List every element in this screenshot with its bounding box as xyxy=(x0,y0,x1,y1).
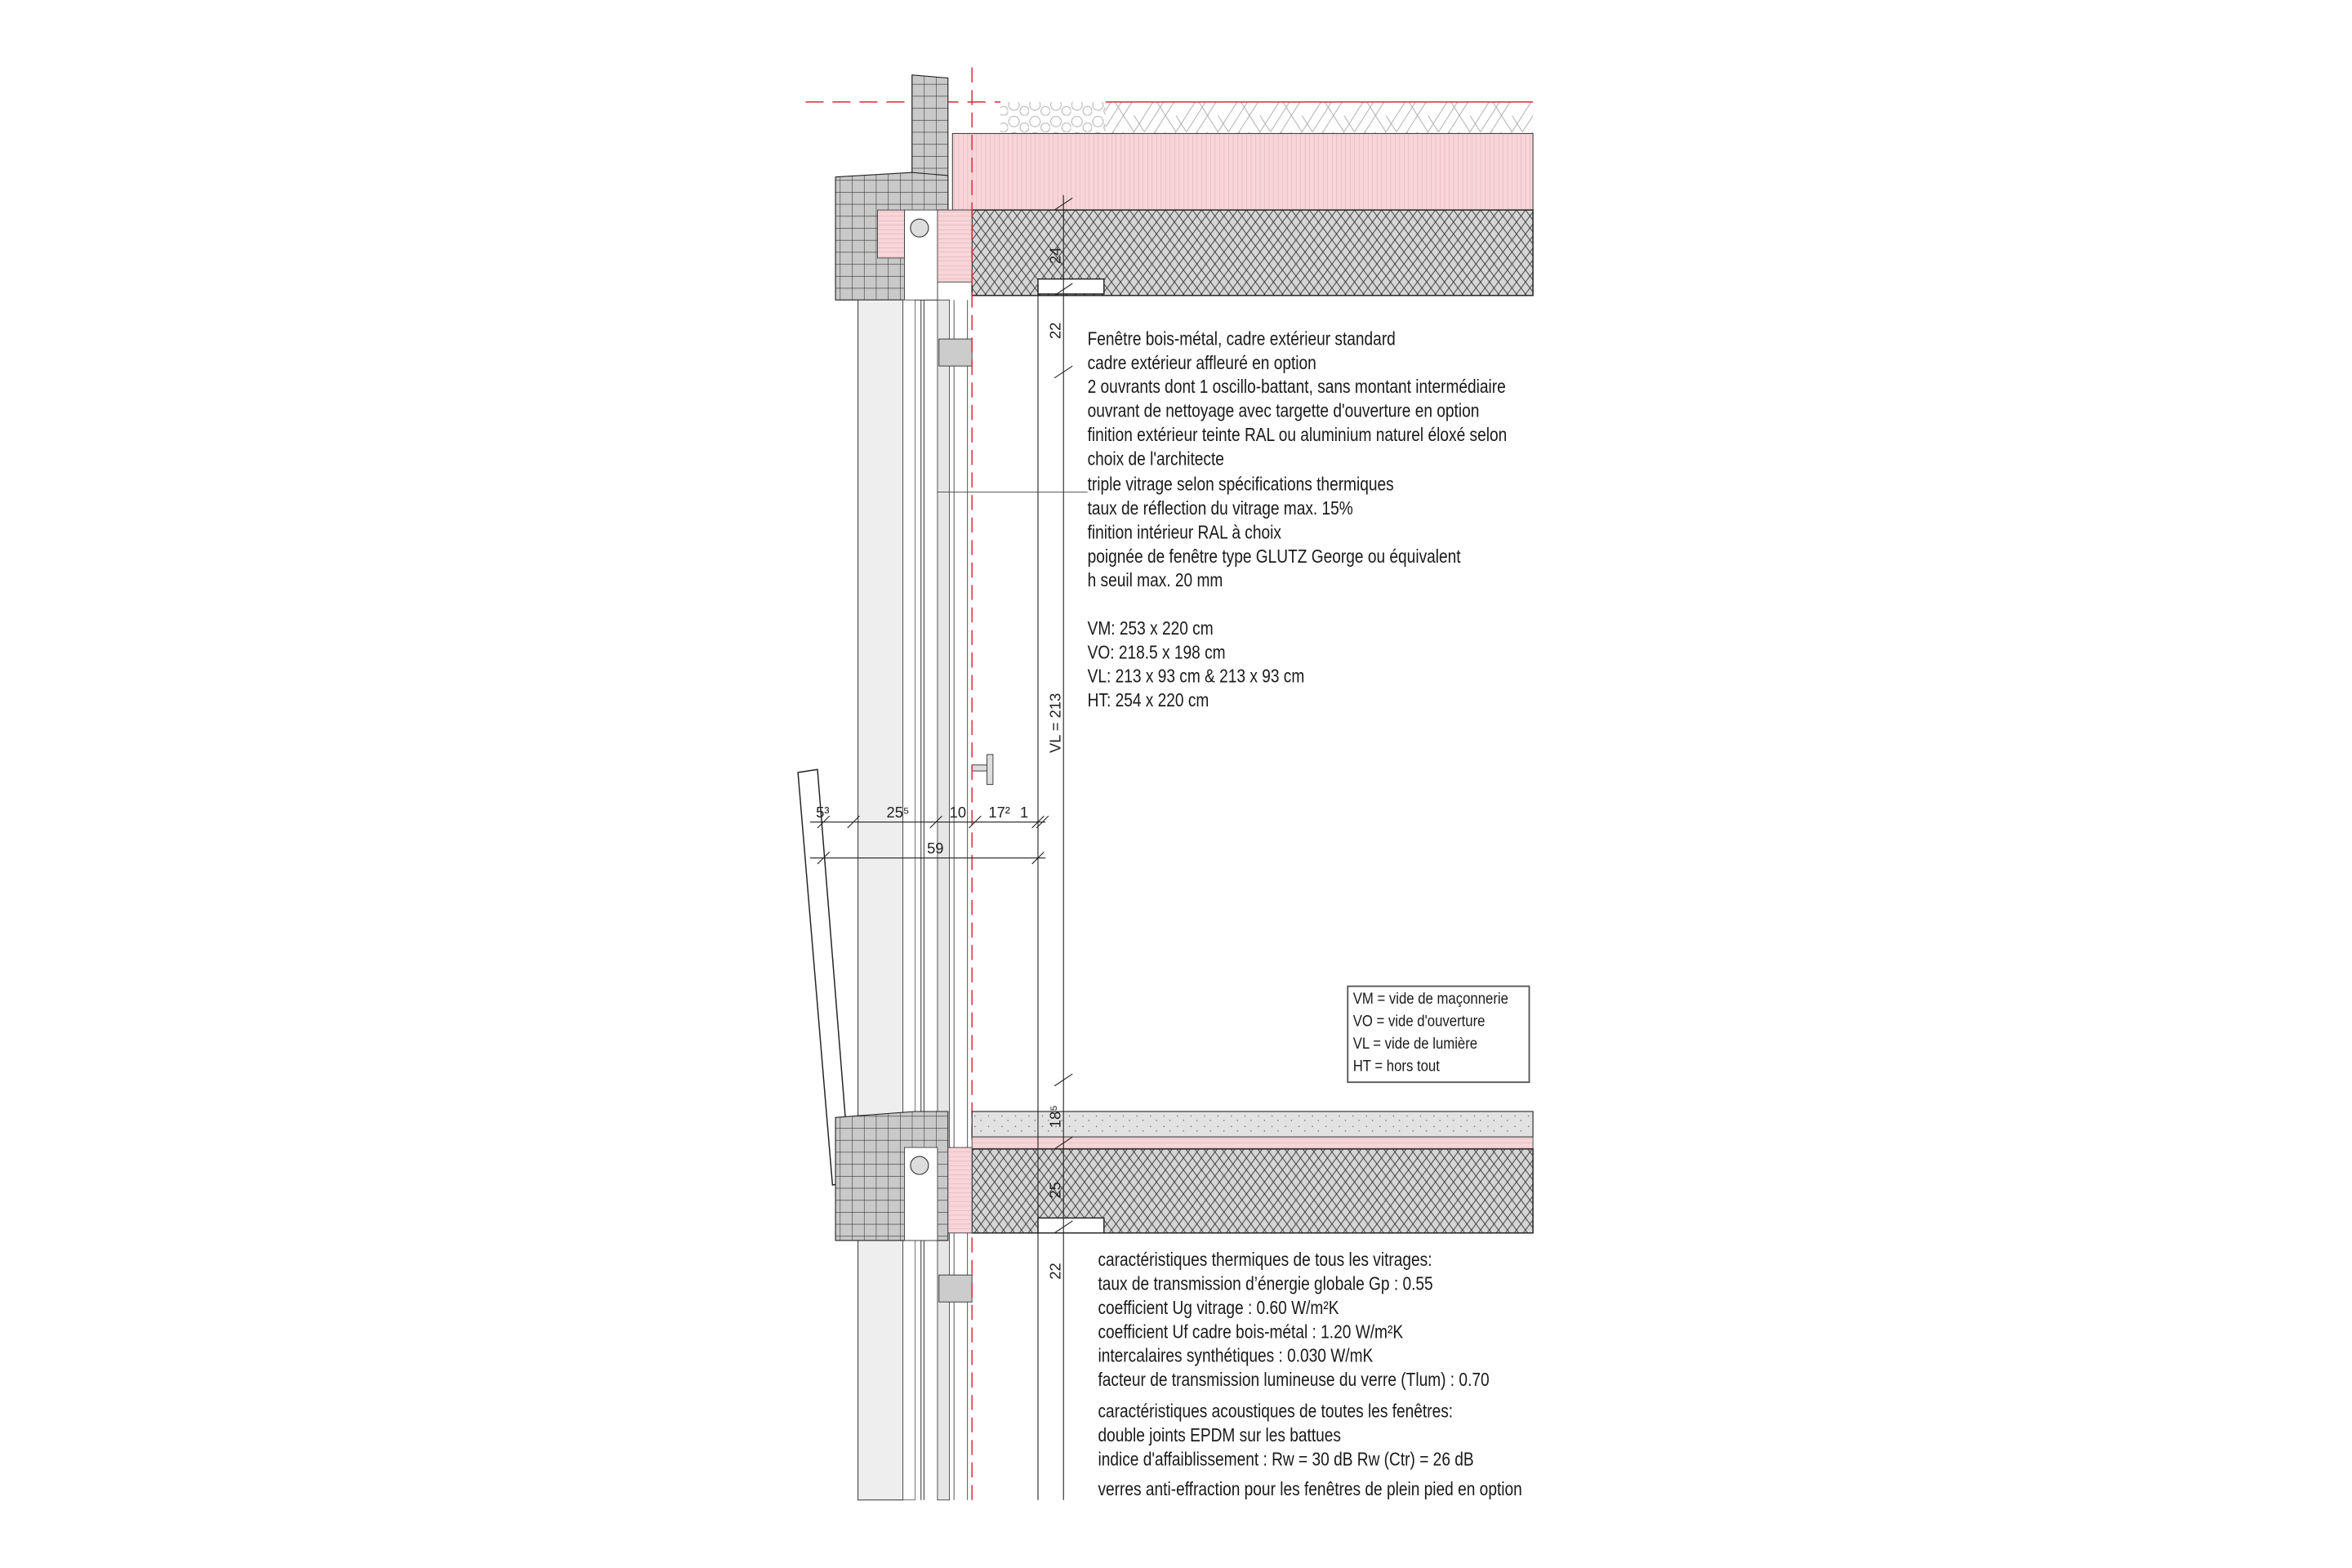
dim-top-slab: 24 xyxy=(1047,247,1064,264)
performance-notes: caractéristiques thermiques de tous les … xyxy=(1098,1248,1521,1501)
dim-total: 59 xyxy=(927,840,943,857)
security-note: verres anti-effraction pour les fenêtres… xyxy=(1098,1478,1522,1500)
lintel xyxy=(835,74,973,301)
dim-inner: 17² xyxy=(988,804,1010,821)
description-line: triple vitrage selon spécifications ther… xyxy=(1087,473,1394,495)
dimension-labels: 24 22 VL = 213 18⁵ 25 22 5³ 25⁵ 10 17² 1… xyxy=(816,247,1063,1280)
acoustic-line: double joints EPDM sur les battues xyxy=(1098,1424,1341,1446)
description-line: poignée de fenêtre type GLUTZ George ou … xyxy=(1087,546,1461,567)
legend-entry: VM = vide de maçonnerie xyxy=(1352,990,1508,1009)
dimension-lines xyxy=(809,194,1073,1500)
description-line: ouvrant de nettoyage avec targette d'ouv… xyxy=(1087,400,1480,422)
blind-box xyxy=(1037,278,1105,295)
dimension-line: VM: 253 x 220 cm xyxy=(1087,617,1214,639)
abbreviation-legend: VM = vide de maçonnerie VO = vide d'ouver… xyxy=(1347,985,1530,1084)
description-line: finition intérieur RAL à choix xyxy=(1087,521,1281,543)
description-line: 2 ouvrants dont 1 oscillo-battant, sans … xyxy=(1087,376,1506,399)
legend-entry: VL = vide de lumière xyxy=(1352,1035,1478,1054)
thermal-line: facteur de transmission lumineuse du ver… xyxy=(1098,1370,1490,1392)
acoustic-line: caractéristiques acoustiques de toutes l… xyxy=(1098,1400,1454,1422)
dim-frame: 10 xyxy=(950,804,966,821)
description-line: finition extérieur teinte RAL ou alumini… xyxy=(1087,425,1508,447)
green-roof-layer xyxy=(1105,101,1534,136)
dimension-line: VL: 213 x 93 cm & 213 x 93 cm xyxy=(1087,666,1305,688)
legend-entry: HT = hors tout xyxy=(1352,1057,1440,1076)
thermal-line: caractéristiques thermiques de tous les … xyxy=(1098,1249,1432,1271)
dim-bottom-slab: 25 xyxy=(1047,1182,1064,1198)
description-line: cadre extérieur affleuré en option xyxy=(1087,352,1316,374)
dim-floor-screed: 18⁵ xyxy=(1047,1105,1064,1128)
dim-vl: VL = 213 xyxy=(1047,693,1064,753)
dim-bottom-reveal: 22 xyxy=(1047,1263,1064,1279)
dimension-line: VO: 218.5 x 198 cm xyxy=(1087,642,1226,664)
thermal-line: coefficient Uf cadre bois-métal : 1.20 W… xyxy=(1098,1321,1404,1343)
screed-layer xyxy=(971,1111,1534,1138)
gravel-layer xyxy=(1000,101,1106,136)
thermal-line: taux de transmission d’énergie globale G… xyxy=(1098,1273,1433,1295)
roof-insulation xyxy=(951,132,1534,211)
dim-top-reveal: 22 xyxy=(1047,323,1064,339)
floor-slab xyxy=(835,1111,1534,1241)
thermal-line: coefficient Ug vitrage : 0.60 W/m²K xyxy=(1098,1298,1339,1319)
blind-roller-icon xyxy=(910,1156,929,1175)
acoustic-line: indice d'affaiblissement : Rw = 30 dB Rw… xyxy=(1098,1448,1474,1470)
description-notes: Fenêtre bois-métal, cadre extérieur stan… xyxy=(1088,327,1508,713)
description-line: Fenêtre bois-métal, cadre extérieur stan… xyxy=(1087,328,1396,350)
legend-entry: VO = vide d'ouverture xyxy=(1352,1012,1486,1031)
dim-shutter: 25⁵ xyxy=(886,804,909,821)
description-line: taux de réflection du vitrage max. 15% xyxy=(1087,497,1353,519)
dimension-line: HT: 254 x 220 cm xyxy=(1087,690,1209,712)
dim-blind: 5³ xyxy=(816,804,829,821)
window-handle-icon xyxy=(971,754,994,786)
thermal-line: intercalaires synthétiques : 0.030 W/mK xyxy=(1098,1346,1374,1367)
blind-roller-icon xyxy=(910,218,929,238)
impact-insulation xyxy=(971,1136,1534,1150)
description-line: choix de l'architecte xyxy=(1087,449,1224,470)
dim-gap: 1 xyxy=(1020,804,1028,821)
roof-slab xyxy=(805,101,1534,296)
description-line: h seuil max. 20 mm xyxy=(1087,569,1223,591)
